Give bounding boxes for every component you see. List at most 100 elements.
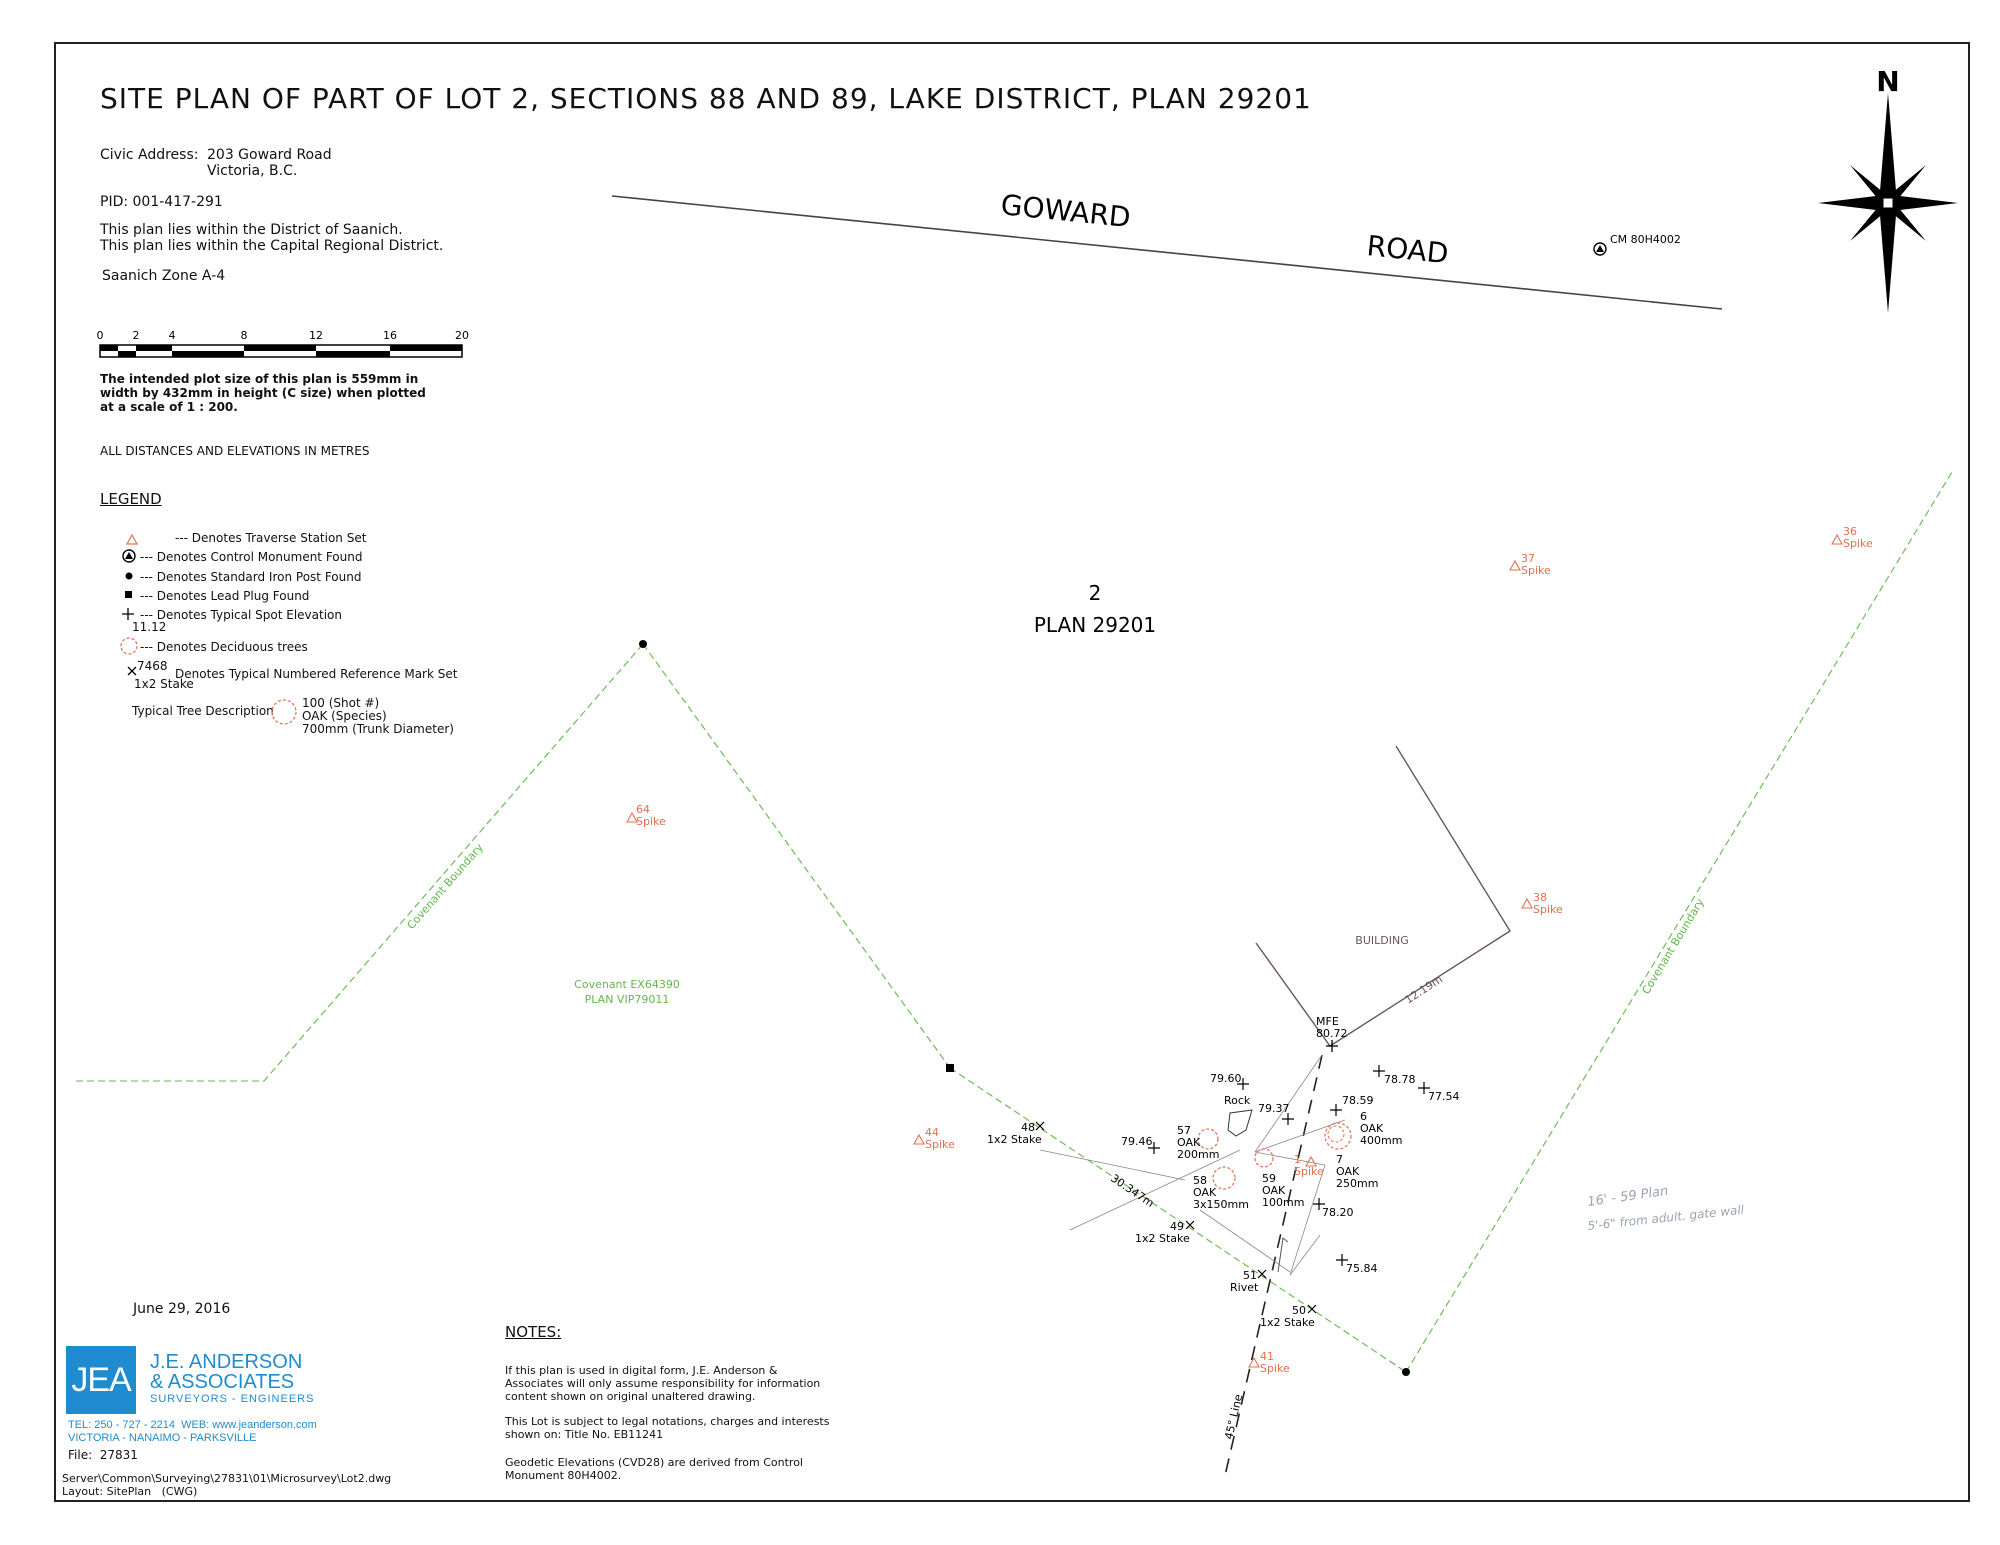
legend-item-iron-post: --- Denotes Standard Iron Post Found — [140, 570, 362, 584]
deciduous-tree-icon — [1212, 1166, 1236, 1190]
drawing-frame — [54, 42, 1970, 1502]
pid: PID: 001-417-291 — [100, 194, 223, 210]
plot-size-note-2: width by 432mm in height (C size) when p… — [100, 386, 426, 400]
covenant-label-line1: Covenant EX64390 — [574, 978, 680, 991]
tree-6-size: 400mm — [1360, 1134, 1402, 1147]
reference-mark-icon — [127, 666, 137, 676]
deciduous-tree-icon — [1324, 1122, 1352, 1150]
station-1-desc: Spike — [1294, 1165, 1324, 1178]
tree-57-shot: 57 — [1177, 1124, 1191, 1137]
scale-tick-0: 0 — [97, 329, 104, 342]
station-37: 37 — [1521, 552, 1535, 565]
note-1-line3: content shown on original unaltered draw… — [505, 1390, 756, 1403]
north-label: N — [1876, 65, 1899, 98]
path-line: Server\Common\Surveying\27831\01\Microsu… — [62, 1472, 392, 1485]
covenant-boundary-label-right: Covenant Boundary — [1639, 896, 1707, 997]
lead-plug-icon — [125, 591, 132, 598]
station-44: 44 — [925, 1126, 939, 1139]
scale-tick-12: 12 — [309, 329, 323, 342]
firm-name-line2: & ASSOCIATES — [150, 1371, 295, 1393]
jurisdiction-line1: This plan lies within the District of Sa… — [100, 222, 403, 238]
tree-59-species: OAK — [1262, 1184, 1286, 1197]
scale-tick-4: 4 — [169, 329, 176, 342]
spot-elevation-icon — [122, 608, 134, 620]
station-38-desc: Spike — [1533, 903, 1563, 916]
scale-tick-2: 2 — [133, 329, 140, 342]
reference-mark-icon — [1185, 1220, 1195, 1230]
traverse-station-icon — [626, 811, 638, 823]
handwritten-note-1: 16' - 59 Plan — [1586, 1184, 1669, 1210]
elevation-79-60: 79.60 — [1210, 1072, 1242, 1085]
units-note: ALL DISTANCES AND ELEVATIONS IN METRES — [100, 444, 370, 458]
note-2-line1: This Lot is subject to legal notations, … — [505, 1415, 830, 1428]
scale-bar: 0 2 4 8 12 16 20 — [97, 329, 469, 358]
tree-7-size: 250mm — [1336, 1177, 1378, 1190]
tree-58-size: 3x150mm — [1193, 1198, 1249, 1211]
road-label-road: ROAD — [1365, 229, 1450, 270]
road-label-goward: GOWARD — [999, 188, 1132, 234]
station-38: 38 — [1533, 891, 1547, 904]
traverse-station-icon — [1831, 533, 1843, 545]
note-3-line2: Monument 80H4002. — [505, 1469, 622, 1482]
iron-post-icon — [1402, 1368, 1410, 1376]
iron-post-icon — [125, 572, 133, 580]
plot-size-note-1: The intended plot size of this plan is 5… — [100, 372, 419, 386]
legend-symbols — [120, 533, 297, 725]
legend-ref-example-bottom: 1x2 Stake — [134, 677, 194, 691]
legend-ref-example-top: 7468 — [137, 659, 168, 673]
control-monument-icon — [1593, 242, 1607, 256]
station-36: 36 — [1843, 525, 1857, 538]
north-arrow-icon: N — [1818, 65, 1958, 313]
firm-contact-line1: TEL: 250 - 727 - 2214 WEB: www.jeanderso… — [68, 1419, 317, 1431]
tree-59-size: 100mm — [1262, 1196, 1304, 1209]
legend-item-deciduous: --- Denotes Deciduous trees — [140, 640, 308, 654]
deciduous-tree-icon — [1197, 1128, 1219, 1150]
traverse-station-icon — [1305, 1155, 1317, 1167]
spot-elevations: 79.60 79.37 78.59 78.78 77.54 79.46 78.2… — [1121, 1065, 1460, 1275]
note-1-line1: If this plan is used in digital form, J.… — [505, 1364, 778, 1377]
cm-label: CM 80H4002 — [1610, 233, 1681, 246]
scale-tick-8: 8 — [241, 329, 248, 342]
trees: 57 OAK 200mm 58 OAK 3x150mm 59 OAK 100mm… — [1177, 1110, 1402, 1211]
note-2-line2: shown on: Title No. EB11241 — [505, 1428, 664, 1441]
firm-name-line1: J.E. ANDERSON — [150, 1351, 303, 1373]
firm-logo: JEA — [66, 1346, 136, 1414]
traverse-station-icon — [1248, 1356, 1260, 1368]
note-3-line1: Geodetic Elevations (CVD28) are derived … — [505, 1456, 803, 1469]
tree-57-species: OAK — [1177, 1136, 1201, 1149]
traverse-station-icon — [125, 533, 139, 545]
file-number: File: 27831 — [68, 1448, 138, 1462]
reference-mark-icon — [1257, 1269, 1267, 1279]
tree-desc-line2: OAK (Species) — [302, 709, 387, 723]
ref-51: 51 — [1243, 1269, 1257, 1282]
station-41: 41 — [1260, 1350, 1274, 1363]
civic-address-label: Civic Address: — [100, 147, 199, 163]
station-44-desc: Spike — [925, 1138, 955, 1151]
tree-description-icon — [271, 699, 297, 725]
firm-contact-line2: VICTORIA - NANAIMO - PARKSVILLE — [68, 1432, 257, 1444]
scale-tick-16: 16 — [383, 329, 397, 342]
elevation-79-37: 79.37 — [1258, 1102, 1290, 1115]
reference-mark-icon — [1307, 1304, 1317, 1314]
small-north-arrow-icon — [1277, 1237, 1289, 1273]
ref-48-desc: 1x2 Stake — [987, 1133, 1042, 1146]
lot-plan: PLAN 29201 — [1034, 613, 1156, 637]
ref-51-desc: Rivet — [1230, 1281, 1259, 1294]
rock-outline — [1227, 1109, 1253, 1137]
traverse-station-icon — [1509, 559, 1521, 571]
mfe-value: 80.72 — [1316, 1027, 1348, 1040]
tree-57-size: 200mm — [1177, 1148, 1219, 1161]
legend-item-monument: --- Denotes Control Monument Found — [140, 550, 363, 564]
station-41-desc: Spike — [1260, 1362, 1290, 1375]
ref-49-desc: 1x2 Stake — [1135, 1232, 1190, 1245]
ref-50: 50 — [1292, 1304, 1306, 1317]
firm-subtitle: SURVEYORS - ENGINEERS — [150, 1393, 315, 1405]
elevation-78-78: 78.78 — [1384, 1073, 1416, 1086]
mfe-label: MFE — [1316, 1015, 1339, 1028]
layout-line: Layout: SitePlan (CWG) — [62, 1485, 198, 1498]
traverse-stations: 64 Spike 36 Spike 37 Spike 38 Spike 44 S… — [626, 525, 1873, 1375]
tree-desc-label: Typical Tree Description — [132, 704, 274, 718]
covenant-label-line2: PLAN VIP79011 — [585, 993, 670, 1006]
legend-item-traverse: --- Denotes Traverse Station Set — [175, 531, 367, 545]
legend-item-spot-elevation: --- Denotes Typical Spot Elevation — [140, 608, 342, 622]
